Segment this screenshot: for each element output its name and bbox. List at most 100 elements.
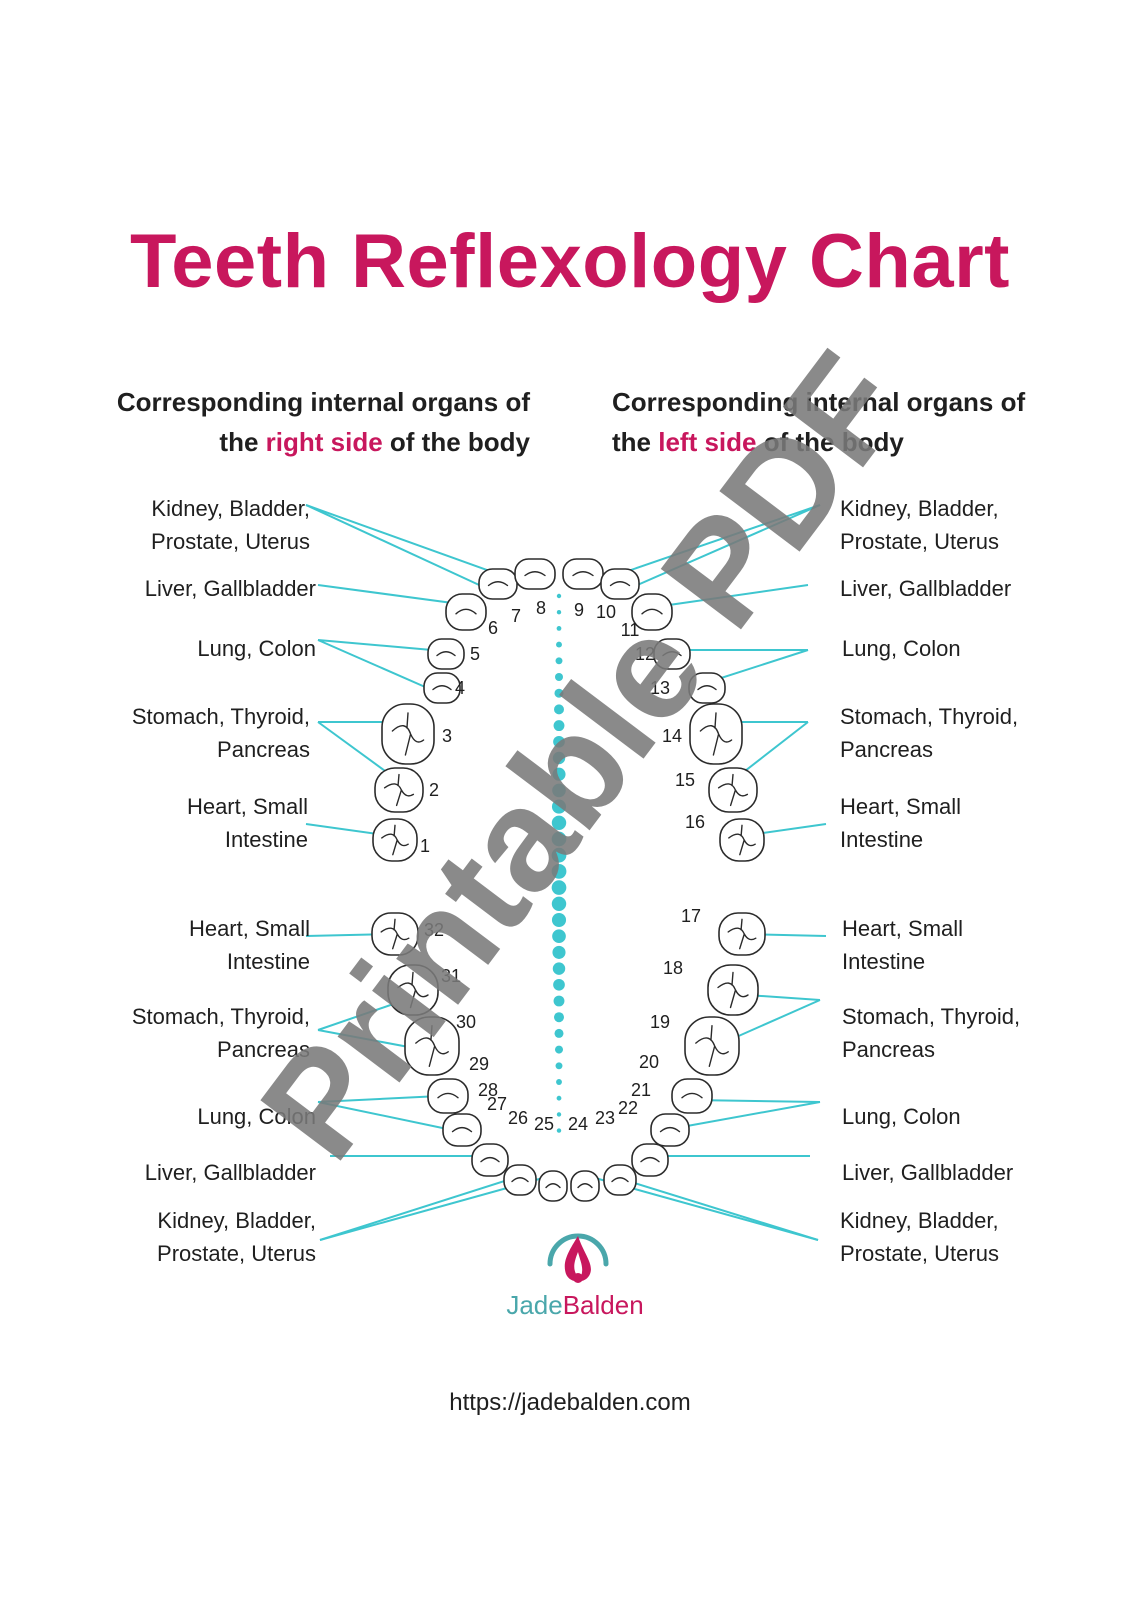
tooth-number: 4: [455, 678, 465, 698]
tooth-number: 19: [650, 1012, 670, 1032]
tooth-17: [719, 913, 765, 955]
midline-dot: [554, 689, 563, 698]
label-line: Lung, Colon: [16, 632, 316, 665]
connector-line: [318, 1030, 414, 1048]
tooth-1: [373, 819, 417, 861]
label-upper-kidney-left: Kidney, Bladder,Prostate, Uterus: [840, 492, 1140, 558]
label-line: Liver, Gallbladder: [16, 1156, 316, 1189]
label-line: Heart, Small: [8, 790, 308, 823]
brand-first: Jade: [506, 1290, 562, 1320]
tooth-number: 1: [420, 836, 430, 856]
label-upper-heart-left: Heart, SmallIntestine: [840, 790, 1140, 856]
label-line: Stomach, Thyroid,: [842, 1000, 1140, 1033]
label-lower-lung-left: Lung, Colon: [842, 1100, 1140, 1133]
label-line: Intestine: [840, 823, 1140, 856]
connector-line: [612, 1176, 818, 1240]
label-upper-liver-right: Liver, Gallbladder: [16, 572, 316, 605]
label-upper-stomach-right: Stomach, Thyroid,Pancreas: [10, 700, 310, 766]
midline-dot: [552, 913, 566, 927]
midline-dot: [557, 1128, 561, 1132]
tooth-16: [720, 819, 764, 861]
midline-dot: [552, 897, 566, 911]
label-line: Kidney, Bladder,: [840, 492, 1140, 525]
label-line: Pancreas: [10, 1033, 310, 1066]
midline-dot: [554, 1029, 563, 1038]
tooth-outline: [571, 1171, 599, 1201]
label-upper-liver-left: Liver, Gallbladder: [840, 572, 1140, 605]
label-line: Kidney, Bladder,: [840, 1204, 1140, 1237]
brand-second: Balden: [563, 1290, 644, 1320]
label-line: Prostate, Uterus: [840, 525, 1140, 558]
label-line: Lung, Colon: [16, 1100, 316, 1133]
tooth-number: 16: [685, 812, 705, 832]
tooth-3: [382, 704, 434, 764]
connector-line: [318, 585, 460, 604]
midline-dot: [556, 1079, 562, 1085]
tooth-outline: [428, 639, 464, 669]
tooth-outline: [654, 639, 690, 669]
tooth-number: 28: [478, 1080, 498, 1100]
midline-dot: [556, 657, 563, 664]
midline-dot: [557, 610, 561, 614]
label-line: Heart, Small: [840, 790, 1140, 823]
tooth-number: 5: [470, 644, 480, 664]
midline-dot: [552, 946, 565, 959]
midline-dot: [552, 880, 567, 895]
tooth-18: [708, 965, 758, 1015]
tooth-20: [672, 1079, 712, 1113]
tooth-number: 7: [511, 606, 521, 626]
website-url[interactable]: https://jadebalden.com: [0, 1388, 1140, 1418]
midline-dot: [557, 1096, 562, 1101]
tooth-22: [632, 1144, 668, 1176]
tooth-19: [685, 1017, 739, 1075]
tooth-26: [504, 1165, 536, 1195]
tooth-14: [690, 704, 742, 764]
tooth-outline: [472, 1144, 508, 1176]
tooth-number: 23: [595, 1108, 615, 1128]
label-upper-lung-left: Lung, Colon: [842, 632, 1140, 665]
tooth-number: 26: [508, 1108, 528, 1128]
label-line: Kidney, Bladder,: [10, 492, 310, 525]
connector-line: [306, 505, 490, 590]
midline-dot: [554, 704, 564, 714]
tooth-number: 21: [631, 1080, 651, 1100]
label-upper-kidney-right: Kidney, Bladder,Prostate, Uterus: [10, 492, 310, 558]
tooth-number: 14: [662, 726, 682, 746]
tooth-30: [405, 1017, 459, 1075]
tooth-23: [604, 1165, 636, 1195]
label-line: Heart, Small: [10, 912, 310, 945]
tooth-outline: [563, 559, 603, 589]
tooth-number: 30: [456, 1012, 476, 1032]
label-line: Pancreas: [840, 733, 1140, 766]
tooth-31: [388, 965, 438, 1015]
label-lower-lung-right: Lung, Colon: [16, 1100, 316, 1133]
midline-dot: [552, 800, 566, 814]
label-lower-stomach-left: Stomach, Thyroid,Pancreas: [842, 1000, 1140, 1066]
label-line: Liver, Gallbladder: [16, 572, 316, 605]
midline-dot: [552, 832, 567, 847]
tooth-outline: [539, 1171, 567, 1201]
tooth-number: 8: [536, 598, 546, 618]
tooth-15: [709, 768, 757, 812]
connector-line: [320, 1176, 520, 1240]
tooth-number: 12: [635, 644, 655, 664]
label-line: Liver, Gallbladder: [842, 1156, 1140, 1189]
tooth-outline: [504, 1165, 536, 1195]
tooth-outline: [632, 1144, 668, 1176]
tooth-outline: [515, 559, 555, 589]
connector-line: [318, 722, 392, 776]
teeth-group: [372, 559, 765, 1201]
tooth-number: 6: [488, 618, 498, 638]
tooth-number: 18: [663, 958, 683, 978]
label-line: Prostate, Uterus: [16, 1237, 316, 1270]
midline-dot: [554, 996, 565, 1007]
tooth-outline: [651, 1114, 689, 1146]
midline-dot: [553, 962, 565, 974]
label-lower-liver-right: Liver, Gallbladder: [16, 1156, 316, 1189]
tooth-number: 29: [469, 1054, 489, 1074]
tooth-28: [443, 1114, 481, 1146]
tooth-number: 3: [442, 726, 452, 746]
label-line: Heart, Small: [842, 912, 1140, 945]
label-lower-liver-left: Liver, Gallbladder: [842, 1156, 1140, 1189]
